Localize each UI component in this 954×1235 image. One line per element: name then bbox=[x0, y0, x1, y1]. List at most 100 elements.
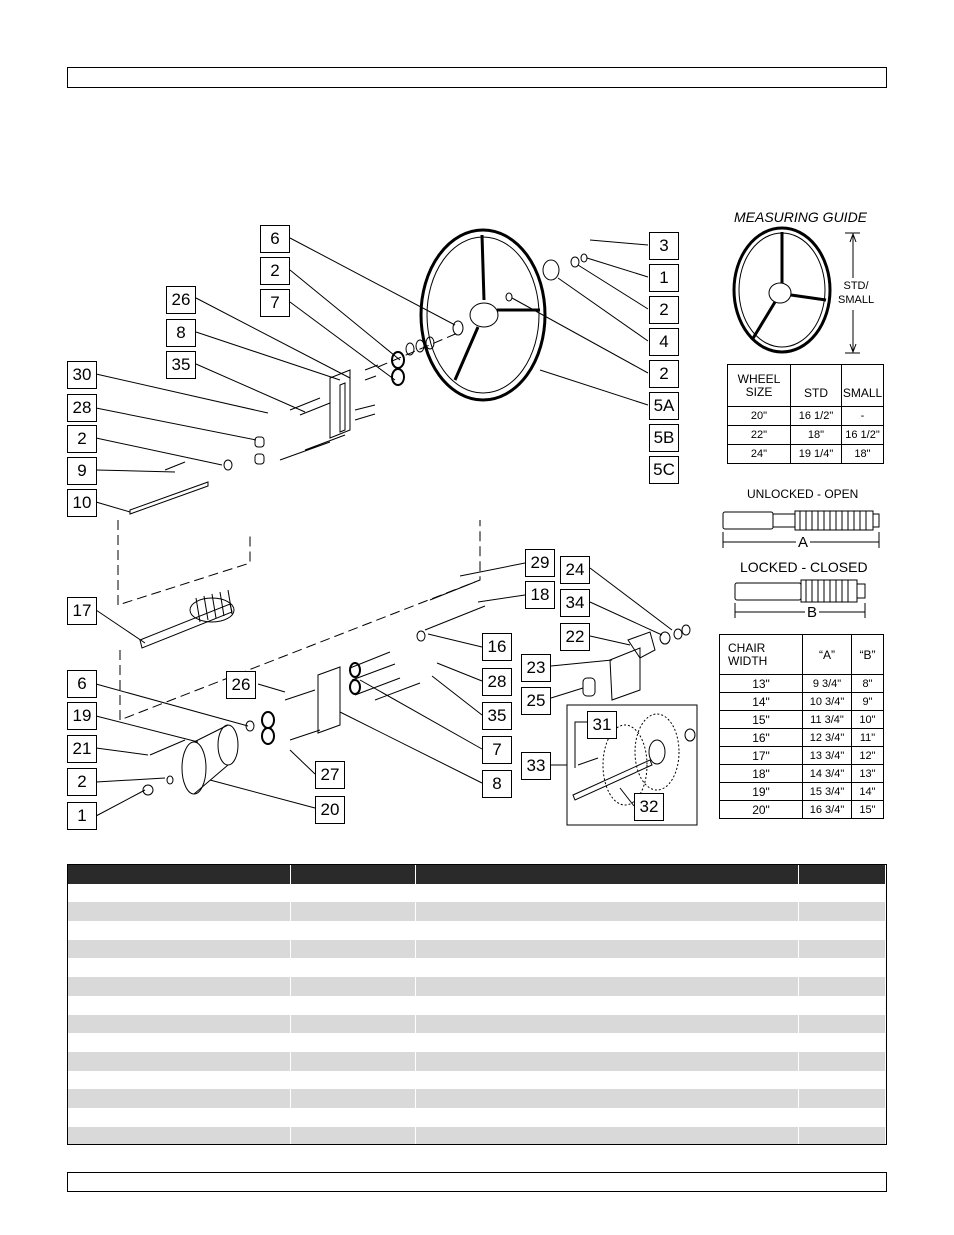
table-row bbox=[68, 1051, 886, 1071]
handrim-wheel-drawing bbox=[419, 228, 588, 402]
table-row bbox=[68, 1033, 886, 1052]
callout-7: 7 bbox=[482, 736, 512, 764]
callout-4: 4 bbox=[649, 328, 679, 356]
col-header: CHAIR WIDTH bbox=[719, 634, 803, 675]
leader-lines bbox=[95, 237, 673, 817]
callout-10: 10 bbox=[67, 489, 97, 517]
locked-label: LOCKED - CLOSED bbox=[740, 559, 868, 575]
callout-5b: 5B bbox=[649, 424, 679, 452]
col-header: WHEEL SIZE bbox=[727, 364, 791, 407]
callout-26: 26 bbox=[166, 286, 196, 314]
callout-16: 16 bbox=[482, 633, 512, 661]
table-cell: 11" bbox=[851, 728, 884, 747]
hub-drawing bbox=[142, 724, 239, 796]
callout-7: 7 bbox=[260, 289, 290, 317]
chair-width-table: CHAIR WIDTH “A” “B” 13"9 3/4"8" 14"10 3/… bbox=[719, 634, 884, 819]
callout-31: 31 bbox=[587, 711, 617, 739]
callout-27: 27 bbox=[315, 761, 345, 789]
callout-32: 32 bbox=[634, 793, 664, 821]
upper-bearings-drawing bbox=[391, 320, 464, 386]
table-cell: 18" bbox=[790, 425, 842, 445]
parts-list-table bbox=[67, 864, 887, 1145]
table-cell: 13 3/4" bbox=[802, 746, 852, 765]
table-row bbox=[68, 1089, 886, 1108]
callout-23: 23 bbox=[521, 654, 551, 682]
callout-25: 25 bbox=[521, 687, 551, 715]
table-cell: 13" bbox=[719, 674, 803, 693]
table-cell: 16" bbox=[719, 728, 803, 747]
callout-22: 22 bbox=[560, 623, 590, 651]
dimension-b-label: B bbox=[805, 604, 820, 621]
table-row bbox=[68, 1107, 886, 1127]
measuring-guide-wheel-drawing bbox=[732, 226, 860, 354]
measuring-guide-title: MEASURING GUIDE bbox=[734, 209, 868, 225]
callout-2: 2 bbox=[260, 257, 290, 285]
upper-bracket-drawing bbox=[223, 364, 379, 471]
col-header: STD bbox=[790, 364, 842, 407]
table-cell: 20" bbox=[727, 406, 791, 426]
callout-9: 9 bbox=[67, 457, 97, 485]
callout-19: 19 bbox=[67, 702, 97, 730]
table-cell: 16 1/2" bbox=[790, 406, 842, 426]
table-cell: 14" bbox=[719, 692, 803, 711]
exploded-assembly-diagram bbox=[95, 226, 880, 826]
callout-29: 29 bbox=[525, 549, 555, 577]
table-cell: 14 3/4" bbox=[802, 764, 852, 783]
table-row bbox=[68, 977, 886, 996]
callout-35: 35 bbox=[482, 702, 512, 730]
table-row bbox=[68, 958, 886, 978]
callout-33: 33 bbox=[521, 752, 551, 780]
callout-5a: 5A bbox=[649, 392, 679, 420]
table-row bbox=[68, 995, 886, 1015]
lock-lever-drawing bbox=[582, 624, 691, 701]
callout-28: 28 bbox=[67, 394, 97, 422]
callout-17: 17 bbox=[67, 597, 97, 625]
table-cell: 19" bbox=[719, 782, 803, 801]
inset-wheel-drawing bbox=[572, 713, 696, 806]
table-row bbox=[68, 1014, 886, 1034]
callout-26: 26 bbox=[226, 671, 256, 699]
callout-6: 6 bbox=[67, 670, 97, 698]
table-row bbox=[68, 883, 886, 903]
callout-8: 8 bbox=[482, 770, 512, 798]
table-cell: 12 3/4" bbox=[802, 728, 852, 747]
callout-2: 2 bbox=[67, 768, 97, 796]
callout-5c: 5C bbox=[649, 456, 679, 484]
table-cell: 8" bbox=[851, 674, 884, 693]
callout-21: 21 bbox=[67, 735, 97, 763]
table-cell: - bbox=[841, 406, 884, 426]
callout-20: 20 bbox=[315, 796, 345, 824]
lock-positions-drawing bbox=[722, 510, 880, 618]
table-row bbox=[68, 921, 886, 940]
table-row bbox=[68, 939, 886, 959]
page-footer-box bbox=[67, 1172, 887, 1192]
table-header-row bbox=[68, 865, 886, 884]
unlocked-label: UNLOCKED - OPEN bbox=[747, 487, 859, 501]
callout-28: 28 bbox=[482, 668, 512, 696]
table-cell: 13" bbox=[851, 764, 884, 783]
page-header-box bbox=[67, 67, 887, 88]
callout-1: 1 bbox=[649, 264, 679, 292]
table-row bbox=[68, 1126, 886, 1144]
callout-1: 1 bbox=[67, 802, 97, 830]
col-header: “A” bbox=[802, 634, 852, 675]
wheel-size-table: WHEEL SIZE STD SMALL 20"16 1/2"- 22"18"1… bbox=[727, 364, 884, 464]
callout-30: 30 bbox=[67, 361, 97, 389]
table-cell: 9 3/4" bbox=[802, 674, 852, 693]
table-cell: 18" bbox=[719, 764, 803, 783]
table-cell: 9" bbox=[851, 692, 884, 711]
lower-bracket-drawing bbox=[245, 581, 486, 745]
callout-3: 3 bbox=[649, 232, 679, 260]
table-row bbox=[68, 1070, 886, 1090]
table-cell: 17" bbox=[719, 746, 803, 765]
callout-2: 2 bbox=[67, 425, 97, 453]
table-cell: 22" bbox=[727, 425, 791, 445]
callout-2: 2 bbox=[649, 360, 679, 388]
col-header: “B” bbox=[851, 634, 884, 675]
table-cell: 15" bbox=[851, 800, 884, 819]
table-cell: 24" bbox=[727, 444, 791, 464]
table-cell: 19 1/4" bbox=[790, 444, 842, 464]
callout-6: 6 bbox=[260, 225, 290, 253]
table-cell: 20" bbox=[719, 800, 803, 819]
dimension-a-label: A bbox=[796, 534, 811, 551]
